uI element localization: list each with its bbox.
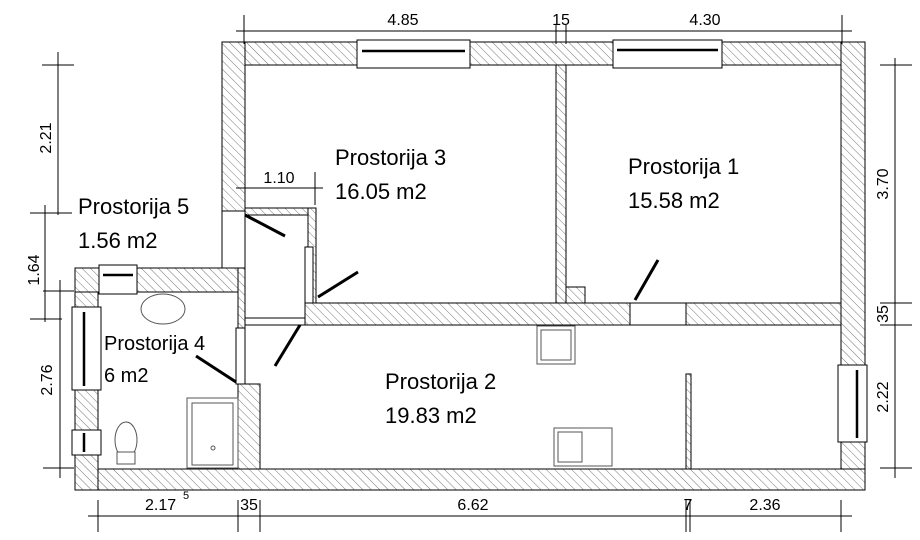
window-bathroom-small <box>71 429 102 456</box>
window-room3 <box>356 39 471 69</box>
dim-left-3: 2.76 <box>39 364 56 395</box>
room-3-name: Prostorija 3 <box>335 145 446 170</box>
windows: GITHUB <box>71 39 868 456</box>
dim-bottom-wall: 35 <box>240 497 258 514</box>
door-hall-room2 <box>244 317 306 326</box>
room-1-area: 15.58 m2 <box>628 188 720 213</box>
door-opening-entrance <box>221 210 246 269</box>
dim-bottom-bathroom: 2.17 <box>145 497 176 514</box>
dim-bottom-bathroom-sup: 5 <box>183 490 189 502</box>
room-3-area: 16.05 m2 <box>335 179 427 204</box>
dim-left-2: 1.64 <box>26 254 43 285</box>
wall-left-room3 <box>221 41 246 212</box>
door-swing-icon <box>195 354 237 384</box>
door-hall-room3 <box>304 246 314 304</box>
doors <box>195 210 687 385</box>
window-bathroom-large <box>71 306 102 391</box>
dim-top-wall: 15 <box>552 12 570 29</box>
room-labels: Prostorija 1 15.58 m2 Prostorija 2 19.83… <box>78 145 739 428</box>
room-4-name: Prostorija 4 <box>104 333 205 355</box>
wall-hall-top <box>244 207 316 216</box>
washbasin-icon <box>140 293 186 325</box>
wall-bathroom-right-thick <box>237 383 261 470</box>
dim-bottom-right: 2.36 <box>749 497 780 514</box>
dimension-labels: 4.85 15 4.30 1.10 2.21 1.64 2.76 3.70 35… <box>26 12 892 514</box>
room-5-name: Prostorija 5 <box>78 194 189 219</box>
room-1-name: Prostorija 1 <box>628 154 739 179</box>
room-5-area: 1.56 m2 <box>78 228 158 253</box>
door-opening-room1 <box>629 302 687 326</box>
dim-bottom-room2: 6.62 <box>457 497 488 514</box>
dimension-lines <box>30 15 912 532</box>
wall-top <box>221 41 866 66</box>
room-2-area: 19.83 m2 <box>385 403 477 428</box>
partition-room2 <box>685 373 692 470</box>
wall-middle <box>304 302 842 326</box>
dim-right-1: 3.70 <box>875 168 892 199</box>
dim-left-1: 2.21 <box>38 122 55 153</box>
dim-right-3: 2.22 <box>875 381 892 412</box>
door-swing-icon <box>244 213 286 238</box>
wall-bottom <box>74 468 866 491</box>
wall-room3-room1 <box>555 64 567 304</box>
dim-top-room3: 4.85 <box>387 12 418 29</box>
door-swing-icon <box>273 324 302 367</box>
door-swing-icon <box>317 270 359 299</box>
wall-bump <box>565 286 586 304</box>
room-4-area: 6 m2 <box>104 365 148 387</box>
room-2-name: Prostorija 2 <box>385 369 496 394</box>
door-swing-icon <box>633 259 660 301</box>
fixtures <box>114 293 613 469</box>
window-room1 <box>612 39 723 69</box>
window-bathroom-top <box>98 264 138 295</box>
window-room2 <box>837 364 868 443</box>
dim-right-2: 35 <box>875 305 892 323</box>
dim-bottom-partition: 7 <box>684 497 693 514</box>
door-bathroom <box>235 327 246 385</box>
dim-top-room1: 4.30 <box>689 12 720 29</box>
dim-corridor: 1.10 <box>263 170 294 187</box>
